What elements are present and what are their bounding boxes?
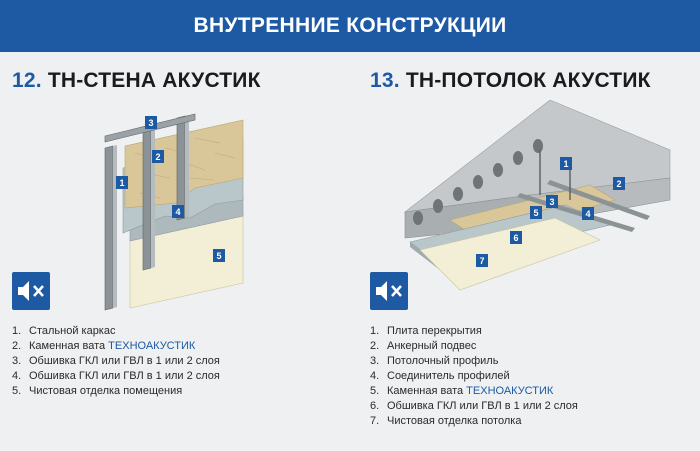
legend-item: 4.Обшивка ГКЛ или ГВЛ в 1 или 2 слоя: [12, 370, 220, 382]
ceiling-marker-7: 7: [476, 254, 488, 267]
ceiling-legend: 1.Плита перекрытия 2.Анкерный подвес 3.П…: [370, 324, 578, 429]
wall-marker-5: 5: [213, 249, 225, 262]
wall-marker-2: 2: [152, 150, 164, 163]
legend-item: 1.Стальной каркас: [12, 325, 116, 337]
legend-item: 3.Потолочный профиль: [370, 355, 499, 367]
svg-text:3: 3: [549, 197, 554, 207]
ceiling-marker-3: 3: [546, 195, 558, 208]
ceiling-section-name: ТН-ПОТОЛОК АКУСТИК: [405, 69, 651, 92]
wall-section-title: 12. ТН-СТЕНА АКУСТИК: [12, 69, 261, 93]
svg-text:2: 2: [616, 179, 621, 189]
ceiling-illustration: 1 2 3 4 5 6 7: [400, 100, 680, 300]
svg-text:6: 6: [513, 233, 518, 243]
sound-insulation-icon: [12, 272, 50, 310]
legend-item: 5.Каменная вата ТЕХНОАКУСТИК: [370, 385, 554, 397]
svg-text:5: 5: [533, 208, 538, 218]
legend-item: 4.Соединитель профилей: [370, 370, 510, 382]
ceiling-section-number: 13.: [370, 69, 400, 92]
svg-text:1: 1: [119, 178, 124, 188]
svg-text:4: 4: [175, 207, 180, 217]
svg-text:2: 2: [155, 152, 160, 162]
wall-marker-4: 4: [172, 205, 184, 218]
ceiling-section-title: 13. ТН-ПОТОЛОК АКУСТИК: [370, 69, 651, 93]
ceiling-marker-6: 6: [510, 231, 522, 244]
wall-legend: 1.Стальной каркас 2.Каменная вата ТЕХНОА…: [12, 324, 220, 399]
wall-section-name: ТН-СТЕНА АКУСТИК: [47, 69, 261, 92]
wall-section-number: 12.: [12, 69, 42, 92]
svg-text:3: 3: [148, 118, 153, 128]
page-title: ВНУТРЕННИЕ КОНСТРУКЦИИ: [193, 14, 507, 37]
svg-text:7: 7: [479, 256, 484, 266]
ceiling-marker-4: 4: [582, 207, 594, 220]
legend-item: 5.Чистовая отделка помещения: [12, 385, 183, 397]
legend-item: 6.Обшивка ГКЛ или ГВЛ в 1 или 2 слоя: [370, 400, 578, 412]
legend-item: 7.Чистовая отделка потолка: [370, 415, 522, 427]
legend-item: 1.Плита перекрытия: [370, 325, 482, 337]
sound-insulation-icon: [370, 272, 408, 310]
wall-marker-3: 3: [145, 116, 157, 129]
ceiling-marker-1: 1: [560, 157, 572, 170]
legend-item: 2.Анкерный подвес: [370, 340, 477, 352]
legend-item: 2.Каменная вата ТЕХНОАКУСТИК: [12, 340, 196, 352]
wall-illustration: 1 2 3 4 5: [95, 108, 265, 313]
ceiling-marker-5: 5: [530, 206, 542, 219]
svg-text:1: 1: [563, 159, 568, 169]
svg-text:5: 5: [216, 251, 221, 261]
svg-text:4: 4: [585, 209, 590, 219]
wall-marker-1: 1: [116, 176, 128, 189]
header-banner: ВНУТРЕННИЕ КОНСТРУКЦИИ: [0, 0, 700, 52]
ceiling-marker-2: 2: [613, 177, 625, 190]
legend-item: 3.Обшивка ГКЛ или ГВЛ в 1 или 2 слоя: [12, 355, 220, 367]
